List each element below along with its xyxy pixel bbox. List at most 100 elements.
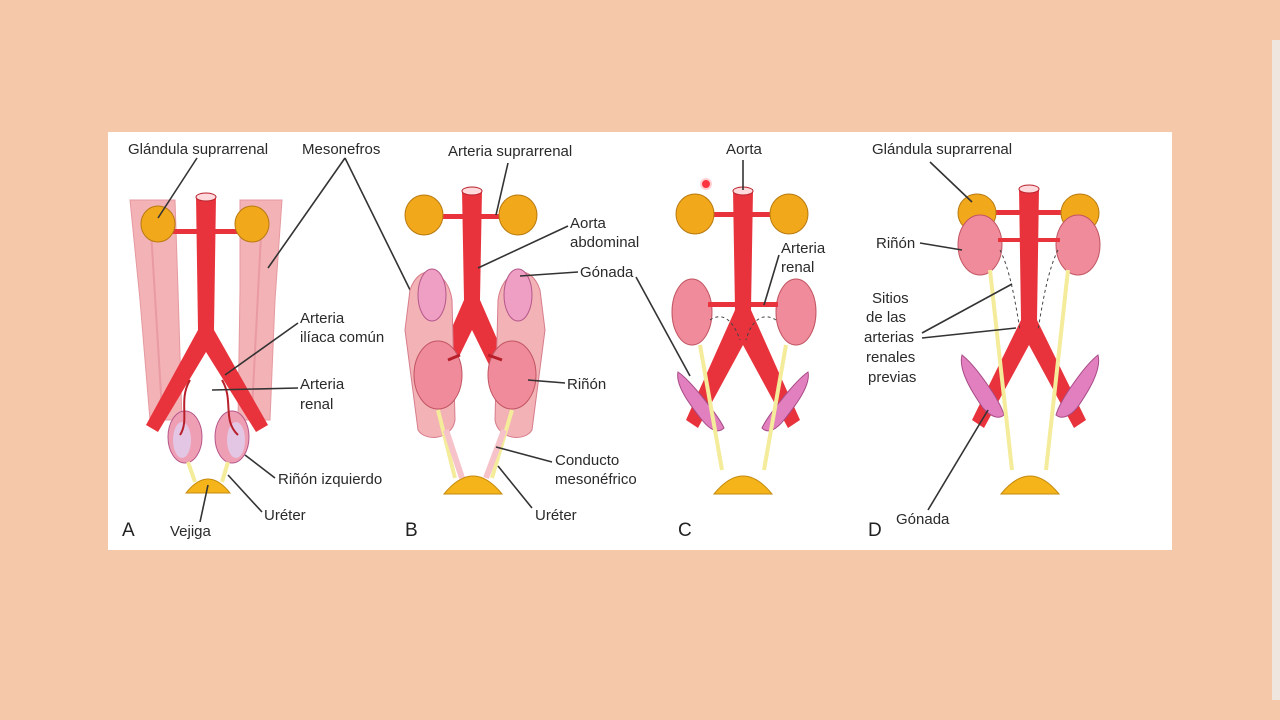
kidney-left-d bbox=[957, 214, 1003, 276]
label-arteria-suprarrenal: Arteria suprarrenal bbox=[448, 143, 572, 160]
kidney-left-a-inner bbox=[173, 422, 191, 458]
diagram-card bbox=[108, 132, 1172, 550]
duct-left-b bbox=[443, 429, 465, 479]
renal-artery-c bbox=[708, 302, 778, 307]
leader-sitios-d1 bbox=[921, 283, 1013, 334]
leader-arteria-supra-b bbox=[495, 162, 509, 216]
label-arteria-renal-c-2: renal bbox=[781, 259, 814, 276]
leader-glandula-a bbox=[157, 157, 198, 219]
leader-ureter-a bbox=[227, 474, 263, 513]
mesonephros-left-line bbox=[149, 214, 163, 411]
bladder-d bbox=[999, 475, 1061, 495]
kidney-right-b bbox=[487, 340, 537, 410]
mesonephros-right bbox=[237, 199, 283, 421]
leader-aorta-b bbox=[477, 225, 569, 269]
kidney-right-c bbox=[775, 278, 817, 346]
leader-sitios-d2 bbox=[921, 327, 1017, 339]
gonad-right-b bbox=[503, 268, 533, 322]
ureter-left-b bbox=[436, 409, 457, 479]
label-ureter-a: Uréter bbox=[264, 507, 306, 524]
ureter-left-a bbox=[186, 461, 197, 483]
label-aorta-abdominal-2: abdominal bbox=[570, 234, 639, 251]
leader-gonada-d bbox=[927, 409, 989, 511]
adrenal-gland-left-c bbox=[675, 193, 715, 235]
label-arteria-iliaca-1: Arteria bbox=[300, 310, 345, 327]
label-arteria-renal-a-2: renal bbox=[300, 396, 333, 413]
panel-letter-b: B bbox=[405, 520, 418, 541]
label-arteria-renal-a-1: Arteria bbox=[300, 376, 345, 393]
leader-mesonefros-a1 bbox=[267, 157, 346, 269]
ureter-right-b bbox=[490, 409, 514, 479]
leader-mesonefros-a2 bbox=[344, 157, 416, 301]
label-arteria-renal-c-1: Arteria bbox=[781, 240, 826, 257]
bladder-b bbox=[442, 475, 504, 495]
label-sitios-1: Sitios bbox=[872, 290, 909, 307]
kidney-right-a-inner bbox=[227, 422, 245, 458]
leader-vejiga-a bbox=[199, 484, 209, 523]
label-sitios-2: de las bbox=[866, 309, 906, 326]
label-aorta-abdominal-1: Aorta bbox=[570, 215, 607, 232]
ureter-right-d bbox=[1044, 269, 1070, 471]
panel-d: Glándula suprarrenal Riñón Sitios de las… bbox=[864, 141, 1101, 541]
red-dot-cursor-icon bbox=[700, 178, 712, 190]
panel-a: Glándula suprarrenal Mesonefros Arteria … bbox=[122, 141, 416, 541]
ureter-right-a bbox=[220, 461, 230, 483]
aorta-b-opening bbox=[461, 186, 483, 196]
gonad-right-d bbox=[1055, 354, 1100, 418]
panel-letter-a: A bbox=[122, 520, 135, 541]
label-rinon-b: Riñón bbox=[567, 376, 606, 393]
leader-gonada-c bbox=[635, 276, 691, 377]
right-edge-scrollbar bbox=[1272, 40, 1280, 700]
renal-artery-a-right bbox=[221, 379, 239, 436]
label-vejiga: Vejiga bbox=[170, 523, 212, 540]
label-glandula-suprarrenal-a: Glándula suprarrenal bbox=[128, 141, 268, 158]
label-sitios-4: renales bbox=[866, 349, 915, 366]
leader-glandula-d bbox=[929, 161, 973, 203]
previous-arteries-d bbox=[999, 249, 1059, 331]
ureter-right-c bbox=[762, 344, 788, 471]
suprarenal-artery-a bbox=[170, 229, 242, 234]
leader-rinon-a bbox=[244, 454, 276, 479]
kidney-left-c bbox=[671, 278, 713, 346]
adrenal-gland-left-a bbox=[140, 205, 176, 243]
previous-arteries-c bbox=[709, 316, 777, 341]
renal-artery-a-left bbox=[179, 379, 191, 436]
mesonephros-right-line bbox=[251, 214, 263, 411]
suprarenal-artery-d bbox=[980, 210, 1080, 215]
adrenal-gland-left-b bbox=[404, 194, 444, 236]
suprarenal-artery-c bbox=[700, 212, 786, 217]
leader-gonada-b bbox=[519, 271, 579, 277]
ureter-left-d bbox=[988, 269, 1014, 471]
leader-rinon-b bbox=[527, 379, 566, 384]
label-glandula-suprarrenal-d: Glándula suprarrenal bbox=[872, 141, 1012, 158]
aorta-a bbox=[146, 196, 268, 432]
adrenal-gland-right-a bbox=[234, 205, 270, 243]
label-mesonefros: Mesonefros bbox=[302, 141, 380, 158]
leader-renal-a bbox=[211, 387, 299, 391]
panel-b: Arteria suprarrenal Aorta abdominal Góna… bbox=[404, 143, 639, 541]
gonad-left-b bbox=[417, 268, 447, 322]
adrenal-gland-right-c bbox=[769, 193, 809, 235]
panel-c: Aorta Arteria renal C bbox=[635, 141, 826, 541]
leader-iliaca-a bbox=[224, 322, 299, 376]
label-gonada-b: Gónada bbox=[580, 264, 634, 281]
label-gonada-d: Gónada bbox=[896, 511, 950, 528]
suprarenal-artery-b bbox=[430, 214, 514, 219]
label-aorta-c: Aorta bbox=[726, 141, 763, 158]
renal-artery-d bbox=[998, 238, 1060, 242]
label-rinon-izquierdo: Riñón izquierdo bbox=[278, 471, 382, 488]
label-rinon-d: Riñón bbox=[876, 235, 915, 252]
leader-conducto-b bbox=[495, 446, 553, 463]
leader-rinon-d bbox=[919, 242, 963, 251]
aorta-c bbox=[686, 190, 800, 428]
aorta-a-opening bbox=[195, 192, 217, 202]
label-conducto-2: mesonéfrico bbox=[555, 471, 637, 488]
leader-arteria-renal-c bbox=[763, 254, 780, 306]
leader-ureter-b bbox=[497, 465, 533, 509]
ureter-left-c bbox=[698, 344, 724, 471]
duct-right-b bbox=[483, 428, 507, 480]
aorta-d-opening bbox=[1018, 184, 1040, 194]
adrenal-gland-right-b bbox=[498, 194, 538, 236]
kidney-right-d bbox=[1055, 214, 1101, 276]
